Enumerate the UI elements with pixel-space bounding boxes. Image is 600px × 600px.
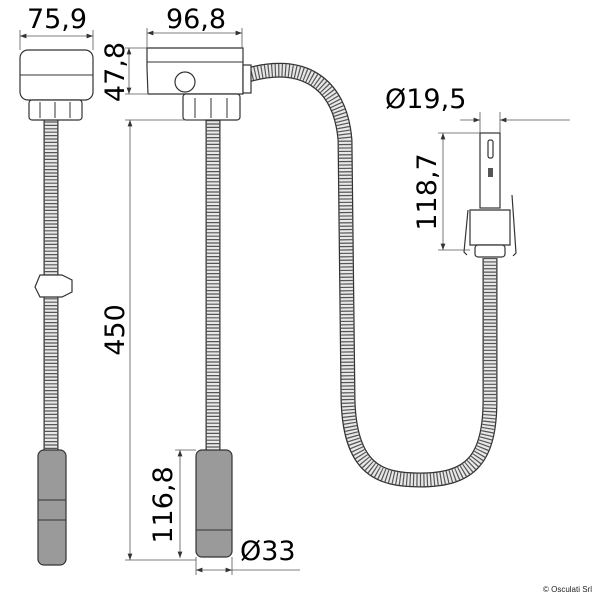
- dim-filter-length: 116,8: [148, 466, 179, 543]
- dim-left-width: 75,9: [27, 4, 87, 35]
- dim-outlet-diameter: Ø19,5: [385, 84, 466, 115]
- dimension-lines: [19, 28, 570, 575]
- dim-middle-width: 96,8: [166, 4, 226, 35]
- dim-head-height: 47,8: [100, 42, 131, 102]
- dim-hose-length: 450: [100, 304, 131, 356]
- left-pump-unit: [19, 49, 94, 566]
- copyright-watermark: © Osculati Srl: [542, 585, 592, 594]
- dim-filter-diameter: Ø33: [240, 536, 296, 567]
- dim-outlet-height: 118,7: [412, 153, 443, 230]
- outlet-connector: [463, 132, 517, 258]
- middle-pump-unit: [146, 47, 498, 558]
